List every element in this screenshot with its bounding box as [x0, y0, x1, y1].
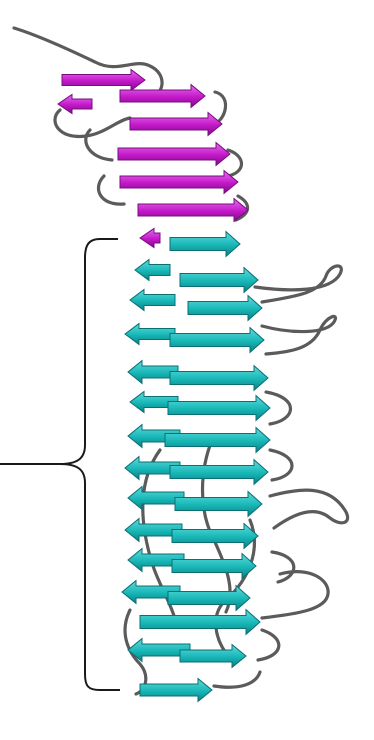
n-terminal-strand [62, 70, 145, 91]
beta-strands [58, 70, 270, 702]
loop [262, 316, 335, 354]
beta-helix-strand [125, 324, 175, 345]
n-terminal-strand [138, 199, 248, 222]
beta-helix-strand [130, 290, 175, 311]
beta-helix-strand [188, 296, 262, 321]
loop [262, 572, 328, 618]
beta-helix-strand [140, 679, 212, 702]
n-terminal-strand [120, 171, 238, 194]
beta-helix-strand [170, 328, 264, 353]
beta-helix-strand [168, 396, 270, 421]
beta-helix-strand [180, 268, 258, 293]
beta-helix-strand [135, 260, 170, 281]
beta-helix-strand [175, 492, 262, 517]
loop [270, 490, 348, 528]
n-terminal-strand [140, 229, 160, 248]
n-terminal-strand [58, 95, 92, 114]
loop [272, 552, 294, 582]
beta-helix-strand [165, 428, 270, 453]
bracket-upper-arm [0, 239, 118, 464]
beta-helix-strand [170, 460, 268, 485]
loop [270, 450, 292, 480]
beta-helix-strand [140, 610, 260, 635]
loop [55, 110, 130, 137]
loop [214, 672, 260, 687]
bracket-lower-arm [60, 464, 120, 690]
loop [255, 266, 341, 302]
beta-helix-strand [170, 366, 268, 391]
loop [258, 630, 279, 660]
beta-helix-strand [172, 554, 256, 579]
beta-helix-strand [170, 232, 240, 257]
domain-bracket [0, 239, 120, 690]
n-terminal-strand [118, 143, 230, 166]
n-terminal-strand [130, 113, 222, 136]
